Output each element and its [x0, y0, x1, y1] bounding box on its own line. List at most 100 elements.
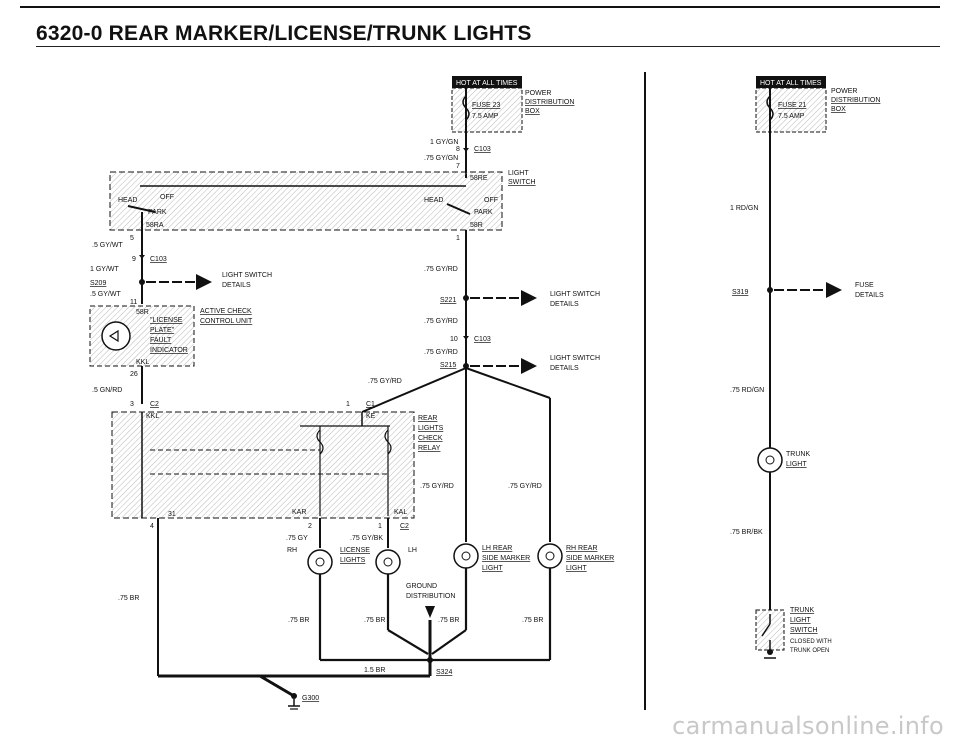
- relay-label: LIGHTS: [418, 425, 444, 432]
- wire-label: .75 BR: [522, 617, 543, 624]
- connector-c2: C2: [150, 401, 159, 408]
- wire-label: 1 GY/GN: [430, 139, 458, 146]
- rh-rear-label: RH REAR: [566, 545, 598, 552]
- splice-dot: [383, 557, 393, 567]
- wire-label: .75 GY/RD: [368, 378, 402, 385]
- details-ref: LIGHT SWITCH: [222, 272, 272, 279]
- diagram-part: [451, 87, 523, 133]
- fuse-amp-label: 7.5 AMP: [472, 113, 499, 120]
- active-check-control-unit: 58R "LICENSE PLATE" FAULT INDICATOR KKL …: [89, 305, 253, 367]
- wire-segment: [108, 329, 119, 343]
- details-ref: FUSE: [855, 282, 874, 289]
- lcu-label: INDICATOR: [150, 347, 188, 354]
- terminal-label: KE: [366, 413, 376, 420]
- wire-segment: [259, 674, 295, 698]
- rear-lights-check-relay: 3 C2 KKL 1 C1 KE REAR LIGHTS CHECK RELAY…: [111, 401, 444, 519]
- wire-label: 1.5 BR: [364, 667, 385, 674]
- terminal-label: KAR: [292, 509, 306, 516]
- pin-label: 26: [130, 371, 138, 378]
- license-rh-label: RH: [287, 547, 297, 554]
- splice-dot: [765, 455, 775, 465]
- hot-badge-left: HOT AT ALL TIMES: [456, 80, 518, 87]
- diagram-part: [756, 76, 826, 88]
- switch-note: CLOSED WITH: [790, 639, 832, 645]
- wire-label: .75 BR/BK: [730, 529, 763, 536]
- wire-label: .75 BR: [118, 595, 139, 602]
- connector-c103: C103: [150, 256, 167, 263]
- title-rule: [36, 46, 940, 47]
- trunk-switch-label: LIGHT: [790, 617, 811, 624]
- power-dist-label: DISTRIBUTION: [525, 99, 574, 106]
- right-power-distribution-box: HOT AT ALL TIMES POWER DISTRIBUTION BOX …: [755, 76, 880, 133]
- splice-dot: [315, 557, 325, 567]
- trunk-switch-label: SWITCH: [790, 627, 818, 634]
- switch-head-label: HEAD: [118, 197, 137, 204]
- watermark: carmanualsonline.info: [672, 712, 944, 740]
- license-lh-label: LH: [408, 547, 417, 554]
- pin-label: 1: [346, 401, 350, 408]
- terminal-label: KAL: [394, 509, 407, 516]
- wire-label: .75 BR: [288, 617, 309, 624]
- lcu-label: "LICENSE: [150, 317, 183, 324]
- terminal-label: 58R: [470, 222, 483, 229]
- splice-dot: [461, 551, 471, 561]
- fuse-amp-label: 7.5 AMP: [778, 113, 805, 120]
- pin-label: 2: [308, 523, 312, 530]
- hot-badge-right: HOT AT ALL TIMES: [760, 80, 822, 87]
- diagram-part: [111, 411, 415, 519]
- switch-off-label: OFF: [160, 194, 174, 201]
- pin-label: 3: [130, 401, 134, 408]
- pin-label: 1: [378, 523, 382, 530]
- switch-park-label: PARK: [474, 209, 493, 216]
- power-dist-label: POWER: [831, 88, 857, 95]
- wire-label: .5 GN/RD: [92, 387, 122, 394]
- wire-segment: [761, 623, 771, 637]
- wire-label: .75 GY: [286, 535, 308, 542]
- wire-label: .75 GY/RD: [508, 483, 542, 490]
- relay-label: RELAY: [418, 445, 441, 452]
- splice-dot: [291, 693, 297, 699]
- side-marker-lights: LH REAR SIDE MARKER LIGHT RH REAR SIDE M…: [453, 543, 614, 572]
- splice-dot: [427, 657, 433, 663]
- lamp-icon: [307, 549, 333, 575]
- switch-head-label: HEAD: [424, 197, 443, 204]
- wire-label: .75 RD/GN: [730, 387, 764, 394]
- trunk-light: TRUNK LIGHT: [757, 447, 810, 473]
- pin-label: 10: [450, 336, 458, 343]
- lcu-label: PLATE": [150, 327, 175, 334]
- trunk-light-label: LIGHT: [786, 461, 807, 468]
- ground-dist-label: DISTRIBUTION: [406, 593, 455, 600]
- lh-rear-label: LH REAR: [482, 545, 512, 552]
- power-dist-label: DISTRIBUTION: [831, 97, 880, 104]
- diagram-part: [109, 171, 503, 231]
- pin-label: 9: [132, 256, 136, 263]
- diagram-part: [755, 87, 827, 133]
- pin-label: 1: [456, 235, 460, 242]
- license-label: LIGHTS: [340, 557, 366, 564]
- terminal-label: 31: [168, 511, 176, 518]
- lamp-icon: [537, 543, 563, 569]
- license-lights: RH LICENSE LIGHTS LH: [287, 547, 417, 575]
- details-ref: DETAILS: [550, 365, 579, 372]
- trunk-light-switch: TRUNK LIGHT SWITCH CLOSED WITH TRUNK OPE…: [755, 607, 832, 659]
- splice-s324: S324: [436, 669, 452, 676]
- splice-s215: S215: [440, 362, 456, 369]
- relay-label: REAR: [418, 415, 437, 422]
- wire-label: .75 GY/BK: [350, 535, 383, 542]
- power-dist-label: BOX: [831, 106, 846, 113]
- wire-label: .75 GY/GN: [424, 155, 458, 162]
- wire-segment: [361, 367, 467, 413]
- lh-rear-label: SIDE MARKER: [482, 555, 530, 562]
- splice-dot: [545, 551, 555, 561]
- wire-segment: [463, 148, 469, 152]
- wire-label: 1 RD/GN: [730, 205, 758, 212]
- fuse-21-label: FUSE 21: [778, 102, 807, 109]
- fuse-23-label: FUSE 23: [472, 102, 501, 109]
- light-switch-label: SWITCH: [508, 179, 536, 186]
- splice-s221: S221: [440, 297, 456, 304]
- page-title: 6320-0 REAR MARKER/LICENSE/TRUNK LIGHTS: [36, 22, 532, 45]
- wire-segment: [446, 203, 471, 215]
- connector-c103: C103: [474, 146, 491, 153]
- details-ref: LIGHT SWITCH: [550, 355, 600, 362]
